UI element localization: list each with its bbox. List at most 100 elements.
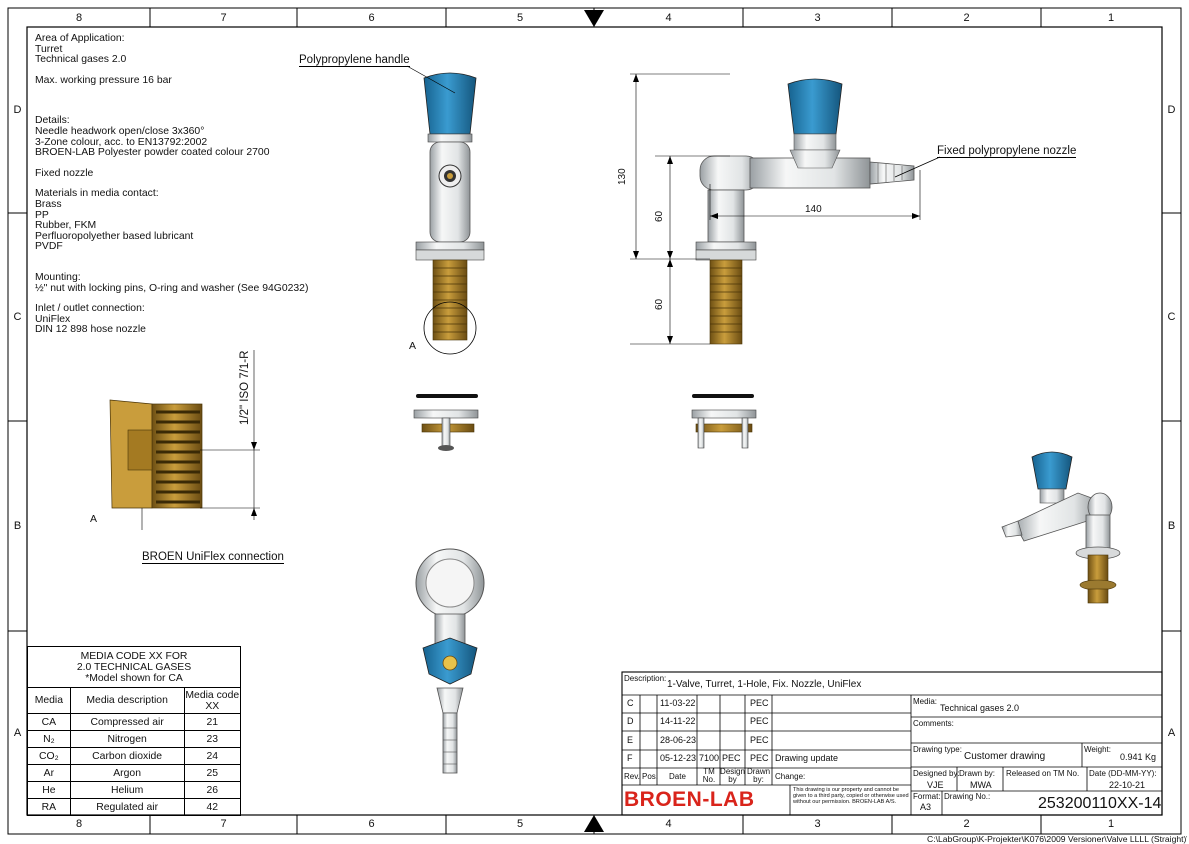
zone-top-5: 5 — [516, 12, 524, 24]
designed-by-label: Designed by: — [913, 769, 960, 778]
revision-rev-cell: E — [627, 735, 634, 745]
media-table-title-line: *Model shown for CA — [85, 672, 183, 684]
callout-uniflex: BROEN UniFlex connection — [142, 551, 284, 564]
revision-design-cell: PEC — [722, 753, 741, 763]
zone-left-c: C — [13, 311, 22, 323]
detail-a-section — [109, 350, 260, 530]
detail-a-section-label: A — [90, 513, 98, 525]
dimension-lines — [630, 73, 921, 345]
rev-header-drawn: Drawn by: — [746, 767, 771, 784]
media-table-title-line: 2.0 TECHNICAL GASES — [76, 661, 192, 673]
note-line: Needle headwork open/close 3x360° — [35, 125, 205, 137]
drawing-type-value: Customer drawing — [964, 751, 1046, 762]
note-line: Max. working pressure 16 bar — [35, 74, 172, 86]
broen-lab-logo: BROEN-LAB — [624, 788, 755, 811]
revision-drawn-cell: PEC — [750, 753, 769, 763]
note-line: Mounting: — [35, 271, 81, 283]
zone-top-7: 7 — [220, 12, 227, 24]
note-line: Brass — [35, 198, 62, 210]
zone-bottom-8: 8 — [75, 818, 83, 830]
mounting-parts-front — [413, 394, 479, 451]
top-view-drawing — [415, 548, 485, 774]
note-line: ½" nut with locking pins, O-ring and was… — [35, 282, 309, 294]
format-label: Format: — [913, 792, 941, 801]
description-value: 1-Valve, Turret, 1-Hole, Fix. Nozzle, Un… — [667, 679, 862, 690]
callout-nozzle-leader — [894, 156, 941, 178]
zone-top-2: 2 — [963, 12, 970, 24]
drawing-type-label: Drawing type: — [913, 745, 962, 754]
zone-right-b: B — [1167, 520, 1176, 532]
rev-header-date: Date — [669, 772, 686, 781]
mounting-parts-side — [691, 394, 757, 449]
note-line: Area of Application: — [35, 33, 125, 44]
revision-tm-cell: 7100 — [699, 753, 720, 763]
weight-value: 0.941 Kg — [1120, 752, 1157, 762]
revision-date-cell: 28-06-23 — [660, 735, 697, 745]
media-desc-header: Media description — [69, 687, 185, 714]
dim-reach: 140 — [805, 204, 822, 215]
note-line: 3-Zone colour, acc. to EN13792:2002 — [35, 136, 208, 148]
rev-header-pos: Pos. — [642, 772, 659, 781]
revision-rev-cell: D — [627, 716, 634, 726]
format-value: A3 — [920, 802, 932, 812]
media-label: Media: — [913, 697, 938, 706]
zone-left-a: A — [13, 727, 22, 739]
zone-top-1: 1 — [1107, 12, 1115, 24]
media-value: Technical gases 2.0 — [940, 703, 1020, 713]
zone-bottom-4: 4 — [665, 818, 672, 830]
file-path: C:\LabGroup\K-Projekter\K076\2009 Versio… — [927, 834, 1187, 844]
revision-date-cell: 05-12-23 — [660, 753, 697, 763]
zone-bottom-1: 1 — [1107, 818, 1115, 830]
note-line: Technical gases 2.0 — [35, 54, 127, 66]
note-line: DIN 12 898 hose nozzle — [35, 324, 146, 336]
released-label: Released on TM No. — [1006, 769, 1080, 778]
revision-rev-cell: F — [627, 753, 633, 763]
note-line: Turret — [35, 43, 63, 55]
drawing-no-label: Drawing No.: — [944, 792, 991, 801]
date-label: Date (DD-MM-YY): — [1089, 769, 1157, 778]
revision-drawn-cell: PEC — [750, 735, 769, 745]
media-table-title: MEDIA CODE XX FOR 2.0 TECHNICAL GASES *M… — [27, 646, 241, 688]
zone-left-d: D — [13, 104, 22, 116]
rev-header-tm: TM No. — [702, 767, 716, 784]
revision-rev-cell: C — [627, 698, 634, 708]
media-table-title-line: MEDIA CODE XX FOR — [80, 650, 188, 662]
zone-right-d: D — [1167, 104, 1176, 116]
zone-bottom-5: 5 — [516, 818, 524, 830]
zone-left-b: B — [13, 520, 22, 532]
zone-bottom-6: 6 — [368, 818, 375, 830]
note-line: Fixed nozzle — [35, 167, 94, 179]
rev-header-change: Change: — [775, 772, 806, 781]
zone-top-6: 6 — [368, 12, 375, 24]
zone-top-3: 3 — [814, 12, 821, 24]
drawn-by-value: MWA — [970, 780, 992, 790]
note-line: Materials in media contact: — [35, 188, 159, 200]
zone-bottom-3: 3 — [814, 818, 821, 830]
note-line: BROEN-LAB Polyester powder coated colour… — [35, 147, 270, 159]
detail-a-label: A — [409, 340, 417, 352]
revision-drawn-cell: PEC — [750, 698, 769, 708]
zone-bottom-2: 2 — [963, 818, 970, 830]
designed-by-value: VJE — [927, 780, 944, 790]
revision-date-cell: 11-03-22 — [660, 698, 696, 708]
weight-label: Weight: — [1084, 745, 1111, 754]
revision-drawn-cell: PEC — [750, 716, 769, 726]
rev-header-rev: Rev. — [624, 772, 640, 781]
media-code-cell: 26 — [183, 781, 242, 799]
callout-nozzle: Fixed polypropylene nozzle — [937, 145, 1077, 158]
comments-label: Comments: — [913, 719, 954, 728]
front-view-drawing — [415, 72, 485, 355]
note-line: Inlet / outlet connection: — [35, 303, 145, 315]
zone-right-a: A — [1167, 727, 1176, 739]
note-line: Details: — [35, 115, 70, 127]
callout-handle: Polypropylene handle — [299, 54, 410, 67]
note-line: PP — [35, 209, 49, 221]
property-note: This drawing is our property and cannot … — [793, 787, 909, 805]
note-line: PVDF — [35, 241, 63, 253]
rev-header-design: Design by — [720, 767, 745, 784]
